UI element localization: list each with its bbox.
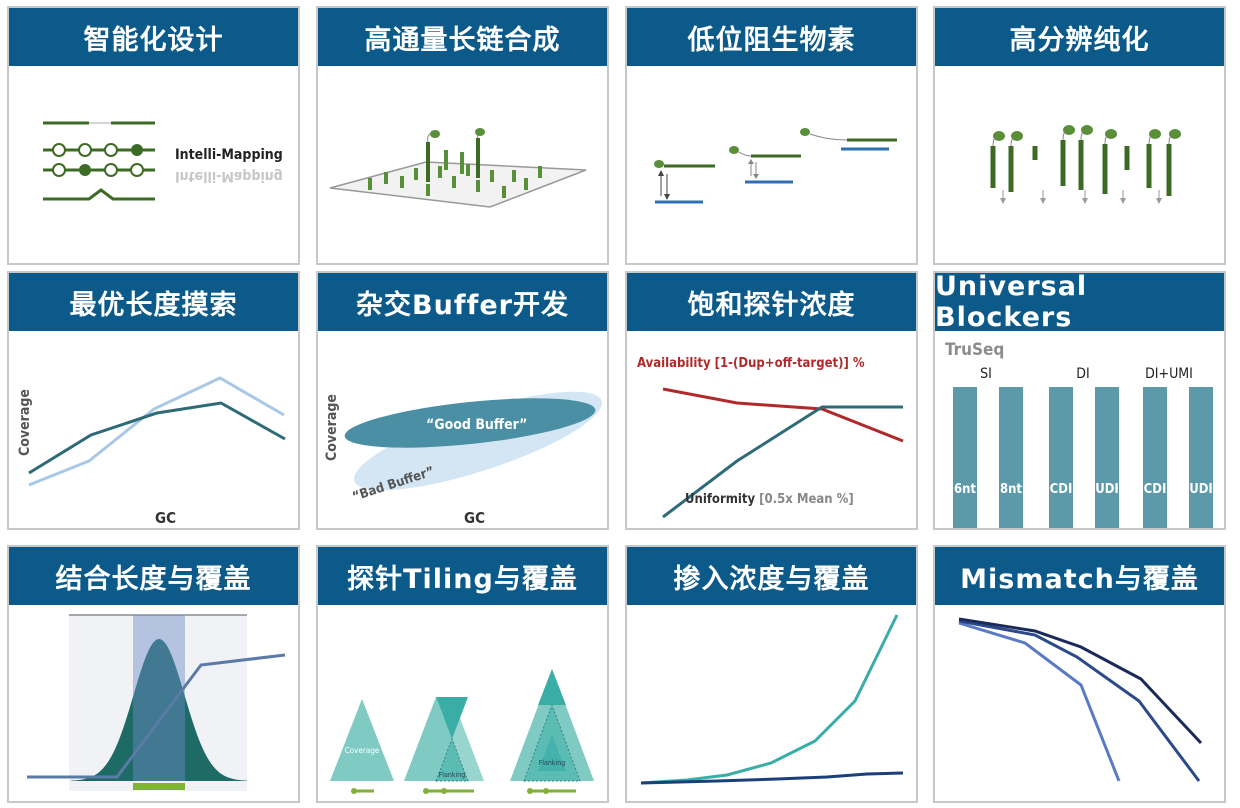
card-smart-design: 智能化设计 Intelli-Mapping Intelli-Mapping bbox=[7, 6, 300, 265]
probe-concentration-chart: Availability [1-(Dup+off-target)] % Unif… bbox=[637, 356, 904, 519]
card-title: 掺入浓度与覆盖 bbox=[627, 547, 916, 605]
spike-concentration-chart bbox=[640, 614, 904, 785]
coverage-label: Coverage bbox=[345, 746, 380, 755]
probe-set bbox=[990, 125, 1181, 204]
buffer-chart: “Good Buffer” “Bad Buffer” Coverage GC bbox=[324, 391, 602, 527]
biotin-head bbox=[1149, 129, 1161, 139]
mismatch-chart bbox=[958, 617, 1203, 782]
bar-label: UDI bbox=[1095, 482, 1119, 497]
bar-label: CDI bbox=[1144, 482, 1167, 497]
biotin-head bbox=[993, 131, 1005, 141]
bar bbox=[999, 387, 1023, 528]
group-label-si: SI bbox=[980, 366, 992, 382]
optimal-length-chart: Coverage GC bbox=[17, 376, 286, 527]
intelli-mapping-reflection: Intelli-Mapping bbox=[175, 168, 283, 184]
card-high-resolution-purification: 高分辨纯化 bbox=[933, 6, 1226, 265]
biotin-head bbox=[1169, 129, 1181, 139]
card-probe-tiling: 探针Tiling与覆盖 Coverage Flanking Flanking bbox=[316, 545, 609, 803]
card-title: 饱和探针浓度 bbox=[627, 273, 916, 331]
bar-label: 6nt bbox=[954, 482, 976, 497]
card-mismatch-coverage: Mismatch与覆盖 bbox=[933, 545, 1226, 803]
coverage-line bbox=[27, 653, 286, 779]
card-long-synthesis: 高通量长链合成 bbox=[316, 6, 609, 265]
card-title: 低位阻生物素 bbox=[627, 8, 916, 66]
card-title: 探针Tiling与覆盖 bbox=[318, 547, 607, 605]
purification-diagram bbox=[990, 125, 1181, 204]
synthesis-array-diagram bbox=[329, 128, 587, 208]
distribution-curve bbox=[71, 639, 247, 781]
biotin-head bbox=[1063, 125, 1075, 135]
card-low-hindrance-biotin: 低位阻生物素 bbox=[625, 6, 918, 265]
navy-curve bbox=[640, 771, 904, 785]
biotin-head bbox=[1011, 131, 1023, 141]
y-axis-label: Coverage bbox=[324, 394, 340, 461]
card-title: 高通量长链合成 bbox=[318, 8, 607, 66]
card-saturating-probe: 饱和探针浓度 Availability [1-(Dup+off-target)]… bbox=[625, 271, 918, 530]
flanking-label-1: Flanking bbox=[439, 771, 466, 779]
bar bbox=[1049, 387, 1073, 528]
card-title: Universal Blockers bbox=[935, 273, 1224, 333]
card-title: Mismatch与覆盖 bbox=[935, 547, 1224, 605]
binding-length-chart bbox=[27, 614, 286, 791]
biotin-head bbox=[1081, 125, 1093, 135]
availability-label: Availability [1-(Dup+off-target)] % bbox=[637, 356, 865, 371]
availability-line bbox=[662, 387, 904, 443]
bar-label: 8nt bbox=[1000, 482, 1022, 497]
card-title: 高分辨纯化 bbox=[935, 8, 1224, 66]
uniformity-label: Uniformity[0.5x Mean %] bbox=[685, 492, 854, 507]
good-buffer-ellipse bbox=[344, 398, 596, 448]
line-series-dark bbox=[28, 401, 286, 475]
teal-curve bbox=[640, 614, 899, 785]
card-universal-blockers: Universal Blockers TruSeq SI DI DI+UMI 6… bbox=[933, 271, 1226, 530]
line-series-light bbox=[28, 376, 285, 487]
x-axis-label: GC bbox=[155, 509, 176, 527]
card-optimal-length: 最优长度摸索 Coverage GC bbox=[7, 271, 300, 530]
card-binding-length: 结合长度与覆盖 bbox=[7, 545, 300, 803]
card-spike-concentration: 掺入浓度与覆盖 bbox=[625, 545, 918, 803]
bar bbox=[953, 387, 977, 528]
mismatch-line-3 bbox=[958, 617, 1203, 745]
card-title: 结合长度与覆盖 bbox=[9, 547, 298, 605]
good-buffer-label: “Good Buffer” bbox=[426, 417, 527, 433]
mismatch-line-2 bbox=[958, 619, 1201, 782]
flanking-label-2: Flanking bbox=[539, 759, 566, 767]
window-marker bbox=[133, 783, 185, 790]
card-title: 智能化设计 bbox=[9, 8, 298, 66]
blockers-bar-chart: TruSeq SI DI DI+UMI 6nt 8nt CDI UDI CDI UDI bbox=[945, 340, 1213, 528]
card-title: 最优长度摸索 bbox=[9, 273, 298, 331]
bar bbox=[1189, 387, 1213, 528]
bar-group: 6nt 8nt CDI UDI CDI UDI bbox=[953, 387, 1213, 528]
bar bbox=[1143, 387, 1167, 528]
mismatch-line-1 bbox=[958, 621, 1121, 782]
uniformity-line bbox=[662, 405, 903, 519]
group-label-di-umi: DI+UMI bbox=[1145, 366, 1193, 382]
bar bbox=[1095, 387, 1119, 528]
tiling-triangle-1 bbox=[330, 699, 394, 781]
truseq-label: TruSeq bbox=[945, 340, 1004, 360]
card-hybrid-buffer: 杂交Buffer开发 “Good Buffer” “Bad Buffer” Co… bbox=[316, 271, 609, 530]
biotin-diagram bbox=[654, 128, 897, 204]
y-axis-label: Coverage bbox=[17, 389, 33, 456]
bar-label: CDI bbox=[1050, 482, 1073, 497]
biotin-head bbox=[1105, 129, 1117, 139]
x-axis-label: GC bbox=[464, 509, 485, 527]
intelli-mapping-diagram: Intelli-Mapping Intelli-Mapping bbox=[43, 121, 283, 201]
group-label-di: DI bbox=[1076, 366, 1089, 382]
bar-label: UDI bbox=[1189, 482, 1213, 497]
card-title: 杂交Buffer开发 bbox=[318, 273, 607, 331]
tiling-diagram: Coverage Flanking Flanking bbox=[330, 669, 594, 794]
intelli-mapping-label: Intelli-Mapping bbox=[175, 147, 283, 163]
